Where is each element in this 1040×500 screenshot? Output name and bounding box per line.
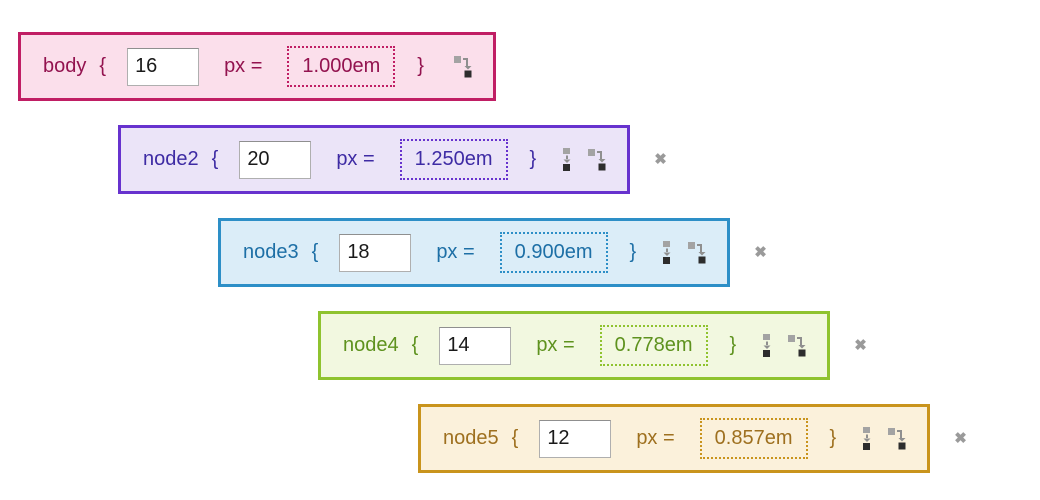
px-input[interactable] [539,419,612,458]
add-child-icon[interactable] [453,55,473,78]
node-box: node5 { px = 0.857em } [418,404,931,473]
open-brace: { [511,427,519,449]
close-brace: } [629,241,637,263]
px-input[interactable] [239,140,312,179]
em-value: 1.250em [399,139,508,180]
node-row-node3: node3 { px = 0.900em } ✖ [218,218,1040,287]
add-child-icon[interactable] [888,427,907,450]
add-sibling-icon[interactable] [562,148,572,171]
node-row-node5: node5 { px = 0.857em } ✖ [418,404,1040,473]
close-brace: } [417,55,424,77]
px-equals-label: px = [224,55,263,77]
node-box: node2 { px = 1.250em } [118,125,631,194]
px-equals-label: px = [436,241,475,263]
add-sibling-icon[interactable] [662,241,672,264]
px-input[interactable] [339,233,412,272]
close-brace: } [829,427,837,449]
add-sibling-icon[interactable] [762,334,772,357]
open-brace: { [99,55,107,77]
px-equals-label: px = [536,334,575,356]
selector-label: node3 [243,241,299,263]
close-brace: } [529,148,537,170]
node-row-node2: node2 { px = 1.250em } ✖ [118,125,1040,194]
selector-label: node5 [443,427,499,449]
delete-icon[interactable]: ✖ [754,244,767,261]
node-box: node4 { px = 0.778em } [318,311,831,380]
add-child-icon[interactable] [588,148,607,171]
open-brace: { [211,148,219,170]
selector-label: node2 [143,148,199,170]
em-value: 1.000em [287,46,396,87]
node-row-node4: node4 { px = 0.778em } ✖ [318,311,1040,380]
em-value: 0.857em [699,418,808,459]
em-calculator: body { px = 1.000em } node2 { px = 1.250… [18,32,1040,473]
open-brace: { [311,241,319,263]
close-brace: } [729,334,737,356]
delete-icon[interactable]: ✖ [954,430,967,447]
px-equals-label: px = [636,427,675,449]
open-brace: { [411,334,419,356]
node-row-body: body { px = 1.000em } [18,32,1040,101]
em-value: 0.778em [599,325,708,366]
add-sibling-icon[interactable] [862,427,872,450]
node-box: body { px = 1.000em } [18,32,496,101]
node-box: node3 { px = 0.900em } [218,218,731,287]
px-equals-label: px = [336,148,375,170]
delete-icon[interactable]: ✖ [654,151,667,168]
add-child-icon[interactable] [688,241,707,264]
px-input[interactable] [127,47,200,86]
em-value: 0.900em [499,232,608,273]
selector-label: body [43,55,87,77]
selector-label: node4 [343,334,399,356]
delete-icon[interactable]: ✖ [854,337,867,354]
add-child-icon[interactable] [788,334,807,357]
px-input[interactable] [439,326,512,365]
